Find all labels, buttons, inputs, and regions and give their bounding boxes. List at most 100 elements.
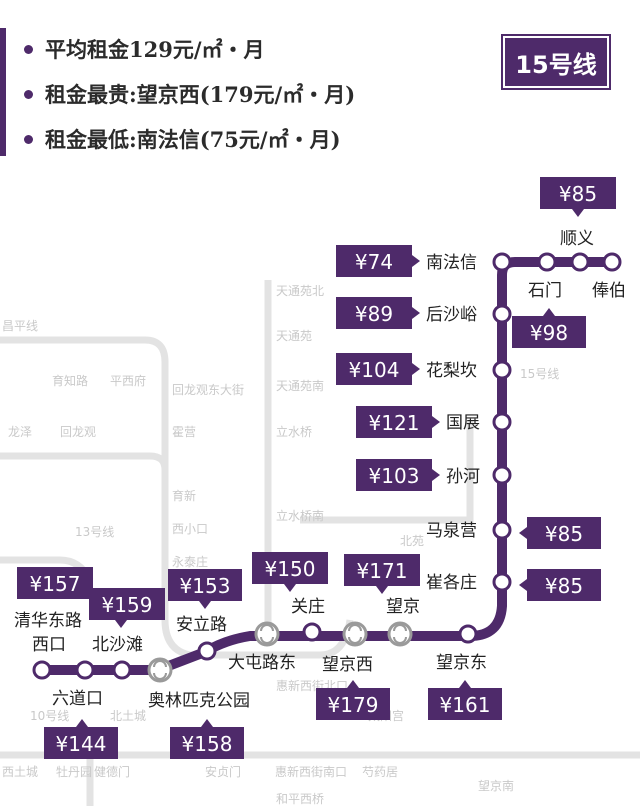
station-label: 大屯路东 <box>228 653 296 673</box>
station-label: 奥林匹克公园 <box>148 691 250 711</box>
rent-value: ¥103 <box>369 464 420 488</box>
station-label: 北沙滩 <box>92 635 143 655</box>
rent-value: ¥158 <box>182 732 233 756</box>
station-label: 孙河 <box>446 467 480 487</box>
transfer-icon <box>342 621 368 647</box>
station-label: 俸伯 <box>592 281 626 301</box>
station-label: 望京东 <box>436 653 487 673</box>
rent-value: ¥171 <box>357 559 408 583</box>
bg-label: 牡丹园 <box>56 764 92 779</box>
bg-label: 芍药居 <box>362 765 398 779</box>
station-dot <box>492 252 512 272</box>
summary-lowest: 租金最低:南法信(75元/㎡・月) <box>24 124 341 154</box>
bg-label: 安贞门 <box>205 764 241 779</box>
rent-value: ¥98 <box>530 321 568 345</box>
station-markers <box>32 252 622 680</box>
bg-label: 惠新西街南口 <box>275 764 347 779</box>
bg-label: 育新 <box>172 488 196 503</box>
line-badge: 15号线 <box>503 36 609 88</box>
station-dot <box>492 304 512 324</box>
station-dot <box>458 624 478 644</box>
summary-accent-bar <box>0 28 6 156</box>
rent-tag: ¥171 <box>344 554 420 594</box>
rent-value: ¥144 <box>56 732 107 756</box>
bg-label: 西土城 <box>2 765 38 779</box>
bg-label: 霍营 <box>172 425 196 439</box>
station-dot <box>570 252 590 272</box>
station-labels: 清华东路 西口 六道口 北沙滩 奥林匹克公园 安立路 大屯路东 关庄 望京西 望… <box>14 229 626 711</box>
station-label: 顺义 <box>560 229 594 249</box>
bg-label: 平西府 <box>110 373 146 388</box>
rent-value: ¥85 <box>545 522 583 546</box>
bg-label: 北土城 <box>110 709 146 723</box>
rent-tag: ¥150 <box>252 552 328 592</box>
rent-tag: ¥89 <box>336 297 420 329</box>
station-label: 花梨坎 <box>426 361 477 381</box>
summary-highest: 租金最贵:望京西(179元/㎡・月) <box>24 79 355 109</box>
bg-label: 天通苑南 <box>276 378 324 393</box>
transfer-markers <box>147 621 413 683</box>
transfer-icon <box>387 621 413 647</box>
station-label: 关庄 <box>291 597 325 617</box>
bg-label: 龙泽 <box>8 425 32 439</box>
rent-value: ¥89 <box>355 302 393 326</box>
station-dot <box>75 660 95 680</box>
rent-tag: ¥98 <box>512 308 586 348</box>
bg-label: 天通苑北 <box>276 284 324 298</box>
station-label: 六道口 <box>52 689 103 709</box>
station-label: 清华东路 <box>14 611 82 631</box>
rent-summary: 平均租金129元/㎡・月 租金最贵:望京西(179元/㎡・月) 租金最低:南法信… <box>0 28 470 158</box>
station-dot <box>492 360 512 380</box>
bullet-icon <box>24 135 33 144</box>
station-dot <box>492 572 512 592</box>
station-dot <box>32 660 52 680</box>
station-label: 马泉营 <box>426 521 477 541</box>
station-label: 国展 <box>446 413 480 433</box>
station-dot <box>492 465 512 485</box>
rent-tag: ¥104 <box>336 353 420 385</box>
station-dot <box>197 641 217 661</box>
rent-tag: ¥153 <box>168 569 242 609</box>
station-dot <box>112 660 132 680</box>
rent-tag: ¥159 <box>89 588 165 628</box>
station-dot <box>537 252 557 272</box>
station-label: 后沙峪 <box>426 305 477 325</box>
rent-value: ¥179 <box>328 693 379 717</box>
rent-tag: ¥85 <box>540 177 616 217</box>
station-label: 崔各庄 <box>426 573 477 593</box>
summary-average: 平均租金129元/㎡・月 <box>24 34 265 64</box>
bg-label: 回龙观东大街 <box>172 383 244 397</box>
rent-value: ¥153 <box>180 574 231 598</box>
bg-label: 立水桥 <box>276 424 312 439</box>
bullet-icon <box>24 45 33 54</box>
rent-tags: ¥157 ¥159 ¥153 ¥150 ¥171 <box>17 177 616 759</box>
bg-label: 10号线 <box>30 709 69 723</box>
station-label: 南法信 <box>426 253 477 273</box>
bg-label: 永泰庄 <box>172 554 208 569</box>
bg-label: 育知路 <box>52 373 88 388</box>
bg-label: 西小口 <box>172 522 208 536</box>
station-dot <box>302 622 322 642</box>
rent-value: ¥150 <box>265 557 316 581</box>
rent-tag: ¥144 <box>44 719 118 759</box>
rent-value: ¥74 <box>355 250 393 274</box>
station-label: 望京 <box>386 597 420 617</box>
station-label: 西口 <box>32 635 66 655</box>
rent-tag: ¥158 <box>170 719 244 759</box>
station-label: 望京西 <box>322 655 373 675</box>
bg-label: 立水桥南 <box>276 508 324 523</box>
bg-label: 和平西桥 <box>276 792 324 806</box>
rent-value: ¥157 <box>30 572 81 596</box>
bg-label: 回龙观 <box>60 425 96 439</box>
station-label: 石门 <box>528 281 562 301</box>
rent-tag: ¥85 <box>519 569 601 601</box>
rent-value: ¥121 <box>369 411 420 435</box>
rent-value: ¥85 <box>545 574 583 598</box>
rent-value: ¥104 <box>349 358 400 382</box>
rent-value: ¥159 <box>102 593 153 617</box>
rent-tag: ¥103 <box>356 459 440 491</box>
background-labels: 昌平线 育知路 平西府 回龙观东大街 天通苑北 天通苑 天通苑南 龙泽 回龙观 … <box>2 284 559 806</box>
bullet-icon <box>24 90 33 99</box>
rent-tag: ¥121 <box>356 406 440 438</box>
